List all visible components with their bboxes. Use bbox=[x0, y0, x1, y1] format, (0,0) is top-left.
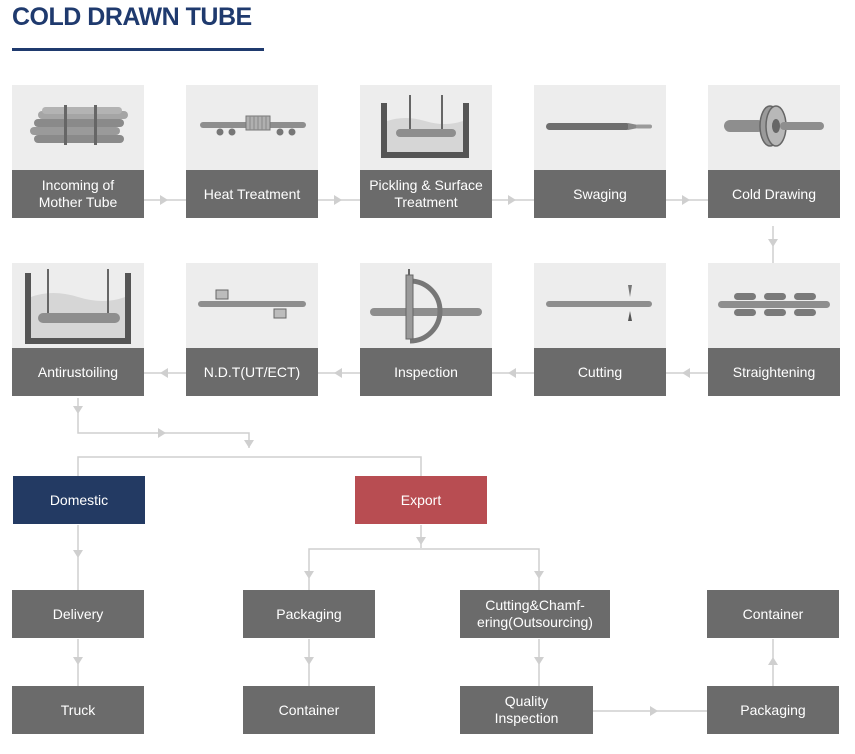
step-straightening: Straightening bbox=[708, 263, 840, 396]
pickling-tank-icon bbox=[360, 85, 492, 170]
step-label: Swaging bbox=[534, 170, 666, 218]
straightening-rolls-icon bbox=[708, 263, 840, 348]
cutting-chamfering-box: Cutting&Chamf- ering(Outsourcing) bbox=[460, 590, 610, 638]
step-swaging: Swaging bbox=[534, 85, 666, 218]
ndt-probe-icon bbox=[186, 263, 318, 348]
step-label: Cold Drawing bbox=[708, 170, 840, 218]
tube-bundle-icon bbox=[12, 85, 144, 170]
inspection-gauge-icon bbox=[360, 263, 492, 348]
export-container-box: Container bbox=[243, 686, 375, 734]
quality-inspection-box: Quality Inspection bbox=[460, 686, 593, 734]
oil-tank-icon bbox=[12, 263, 144, 348]
step-label: Cutting bbox=[534, 348, 666, 396]
step-label: Inspection bbox=[360, 348, 492, 396]
page-title: COLD DRAWN TUBE bbox=[12, 3, 252, 31]
step-ndt: N.D.T(UT/ECT) bbox=[186, 263, 318, 396]
cutting-blade-icon bbox=[534, 263, 666, 348]
step-label: Antirustoiling bbox=[12, 348, 144, 396]
step-label: Incoming of Mother Tube bbox=[12, 170, 144, 218]
title-underline bbox=[12, 48, 264, 51]
export-packaging-box: Packaging bbox=[243, 590, 375, 638]
step-label: N.D.T(UT/ECT) bbox=[186, 348, 318, 396]
final-packaging-box: Packaging bbox=[707, 686, 839, 734]
step-label: Pickling & Surface Treatment bbox=[360, 170, 492, 218]
drawing-die-icon bbox=[708, 85, 840, 170]
step-pickling-surface-treatment: Pickling & Surface Treatment bbox=[360, 85, 492, 218]
step-antirustoiling: Antirustoiling bbox=[12, 263, 144, 396]
truck-box: Truck bbox=[12, 686, 144, 734]
final-container-box: Container bbox=[707, 590, 839, 638]
step-cutting: Cutting bbox=[534, 263, 666, 396]
export-box: Export bbox=[355, 476, 487, 524]
step-inspection: Inspection bbox=[360, 263, 492, 396]
step-incoming-mother-tube: Incoming of Mother Tube bbox=[12, 85, 144, 218]
delivery-box: Delivery bbox=[12, 590, 144, 638]
swaging-tube-icon bbox=[534, 85, 666, 170]
domestic-box: Domestic bbox=[13, 476, 145, 524]
step-label: Straightening bbox=[708, 348, 840, 396]
step-cold-drawing: Cold Drawing bbox=[708, 85, 840, 218]
furnace-conveyor-icon bbox=[186, 85, 318, 170]
step-heat-treatment: Heat Treatment bbox=[186, 85, 318, 218]
step-label: Heat Treatment bbox=[186, 170, 318, 218]
